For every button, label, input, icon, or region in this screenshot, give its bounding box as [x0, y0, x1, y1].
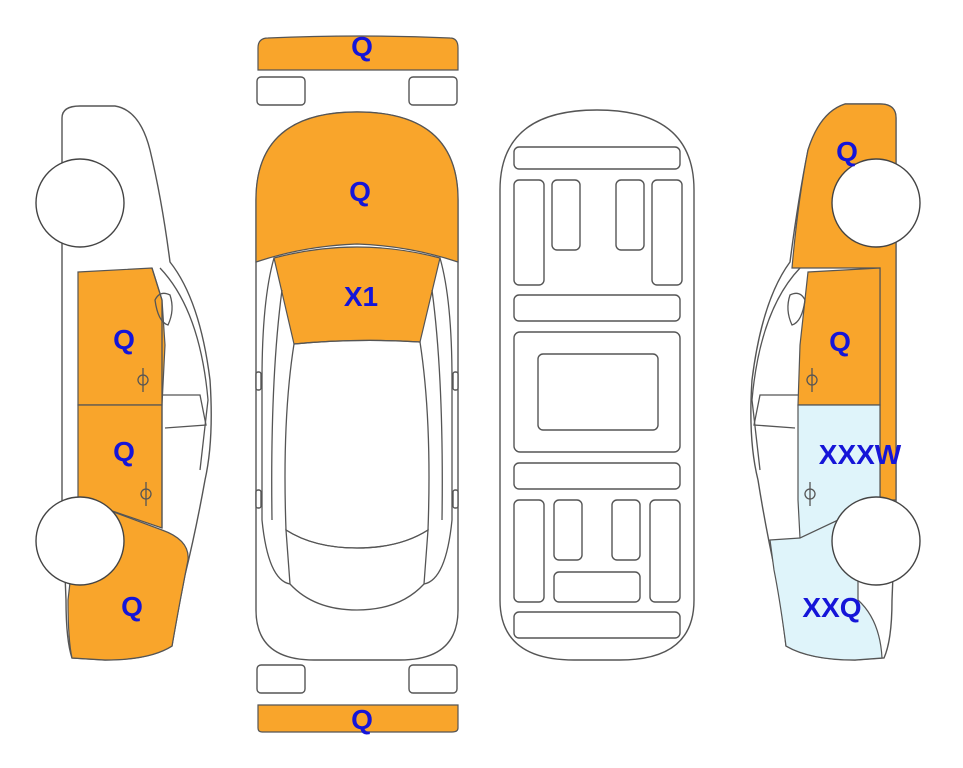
right-front-door-handle[interactable] — [806, 368, 818, 392]
left-handle-top — [255, 489, 262, 509]
left-rear-quarter-label: Q — [121, 591, 143, 622]
underbody-left-inner-rear — [553, 499, 583, 561]
underbody-front-crossmember — [513, 146, 681, 170]
underbody-center-panel — [537, 353, 659, 431]
right-handle-top — [452, 489, 459, 509]
right-front-door-label: Q — [829, 326, 851, 357]
right-rear-wheel — [831, 496, 921, 586]
underbody-left-rear-rail — [513, 499, 545, 603]
underbody-right-inner-rear — [611, 499, 641, 561]
left-rear-door-label: Q — [113, 436, 135, 467]
underbody-right-inner-front — [615, 179, 645, 251]
left-inner-line — [271, 289, 283, 521]
underbody-left-inner-front — [551, 179, 581, 251]
right-rear-quarter-label: XXQ — [802, 592, 861, 623]
underbody-view — [499, 109, 695, 661]
left-side-pillar-line — [151, 267, 163, 528]
right-a-pillar-line — [423, 257, 453, 585]
underbody-rear-crossmember — [513, 462, 681, 490]
right-side-view: Q Q XXXW XXQ — [750, 103, 921, 661]
front-bumper-panel[interactable] — [257, 35, 459, 71]
right-inner-line — [431, 289, 443, 521]
right-side-window-line-2 — [753, 394, 798, 429]
hood-label: Q — [349, 176, 371, 207]
front-left-light — [256, 76, 306, 106]
underbody-mid-crossmember — [513, 294, 681, 322]
left-front-door-label: Q — [113, 324, 135, 355]
right-front-wheel — [831, 158, 921, 248]
underbody-left-front-rail — [513, 179, 545, 286]
rear-bumper-label: Q — [351, 704, 373, 735]
left-rear-wheel — [35, 496, 125, 586]
right-rear-door-handle[interactable] — [804, 482, 816, 506]
left-front-wheel — [35, 158, 125, 248]
right-side-window-line — [751, 267, 801, 471]
underbody-spare-well — [553, 571, 641, 603]
hood-panel[interactable] — [255, 111, 459, 263]
rear-left-light — [256, 664, 306, 694]
left-side-window-line-2 — [162, 394, 207, 429]
windshield-label: X1 — [344, 281, 378, 312]
left-a-pillar-line — [261, 257, 291, 585]
right-front-fender-label: Q — [836, 136, 858, 167]
underbody-rear-bumper-beam — [513, 611, 681, 639]
rear-right-light — [408, 664, 458, 694]
left-mirror — [154, 292, 173, 326]
left-rear-door-handle[interactable] — [140, 482, 152, 506]
left-front-door-handle[interactable] — [137, 368, 149, 392]
underbody-right-front-rail — [651, 179, 683, 286]
right-rear-door-label: XXXW — [819, 439, 902, 470]
top-view: Q Q X1 Q — [255, 31, 459, 735]
left-side-window-line — [159, 267, 209, 471]
rear-bumper-panel[interactable] — [257, 704, 459, 733]
left-side-view: Q Q Q — [35, 105, 212, 661]
left-mirror-top — [255, 371, 262, 391]
front-right-light — [408, 76, 458, 106]
right-mirror-top — [452, 371, 459, 391]
underbody-right-rear-rail — [649, 499, 681, 603]
right-mirror — [787, 292, 806, 326]
front-bumper-label: Q — [351, 31, 373, 62]
